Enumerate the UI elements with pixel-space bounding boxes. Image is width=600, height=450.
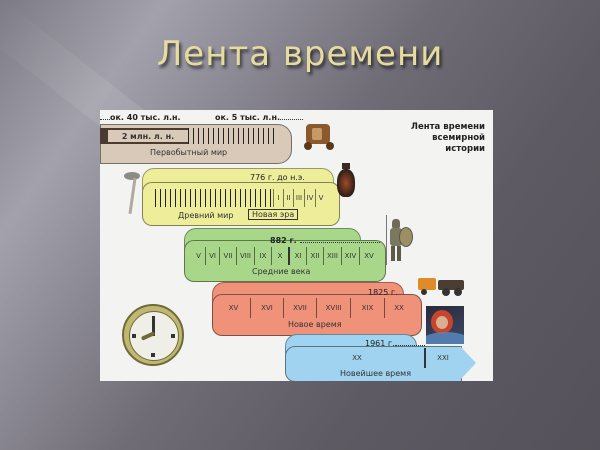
marker-40k: ок. 40 тыс. л.н. <box>110 113 181 122</box>
century-cell: XX <box>352 354 362 362</box>
century-cell: XIV <box>341 247 359 265</box>
century-cell: V <box>315 189 326 207</box>
century-cell: VI <box>205 247 219 265</box>
centuries-row: V VI VII VIII IX X XI XII XIII XIV XV <box>192 247 378 265</box>
century-cell: XV <box>359 247 378 265</box>
caption-line-2: всемирной <box>432 133 485 143</box>
century-cell: XX <box>384 298 413 318</box>
century-cell: IV <box>304 189 315 207</box>
century-cell: XII <box>306 247 323 265</box>
century-cell: XI <box>288 247 306 265</box>
picture-caption: Лента времени всемирной истории <box>411 122 485 155</box>
century-cell: IX <box>254 247 271 265</box>
band-contemporary-shape <box>285 346 462 381</box>
century-cell: VIII <box>236 247 254 265</box>
century-cell: XVI <box>250 298 283 318</box>
centuries-row: XV XVI XVII XVIII XIX XX <box>217 298 413 318</box>
wall-clock-icon <box>122 304 184 366</box>
era-label-middle: Средние века <box>252 267 311 276</box>
steam-locomotive-icon <box>418 274 466 296</box>
centuries-row: XX XXI <box>290 348 460 368</box>
cosmonaut-portrait-icon <box>426 306 464 344</box>
century-cell: XXI <box>424 348 460 368</box>
greek-amphora-icon <box>336 163 356 199</box>
century-cell: XIX <box>350 298 384 318</box>
era-label-modern: Новое время <box>288 320 342 329</box>
century-cell: XVII <box>283 298 316 318</box>
century-cell: V <box>196 252 201 260</box>
century-cell: VII <box>219 247 236 265</box>
dotted-leader <box>278 119 303 120</box>
era-label-contemporary: Новейшее время <box>340 369 412 378</box>
year-stripes <box>188 128 278 144</box>
century-cell: XIII <box>323 247 341 265</box>
century-cell: XVIII <box>316 298 350 318</box>
era-label-ancient: Древний мир <box>178 211 234 220</box>
dotted-leader <box>300 242 380 243</box>
timeline-picture: Лента времени всемирной истории ок. 40 т… <box>100 110 493 381</box>
wooden-cart-icon <box>304 122 334 152</box>
caption-line-3: истории <box>445 144 485 154</box>
slide-title: Лента времени <box>156 34 444 74</box>
era-label-primitive: Первобытный мир <box>150 148 228 157</box>
stone-axe-icon <box>124 172 140 216</box>
marker-1961: 1961 г. <box>365 339 395 348</box>
marker-5k: ок. 5 тыс. л.н. <box>215 113 281 122</box>
year-stripes <box>155 189 273 207</box>
marker-882: 882 г. <box>270 236 297 245</box>
century-cell: XV <box>228 304 239 312</box>
label-2mln: 2 млн. л. н. <box>108 130 188 142</box>
band-modern-shape <box>212 294 422 336</box>
band-middle-shape <box>184 240 386 282</box>
centuries-row: I II III IV V <box>273 189 326 207</box>
century-cell: I <box>273 189 283 207</box>
marker-1825: 1825 г. <box>368 288 398 297</box>
century-cell: X <box>271 247 288 265</box>
dotted-leader <box>100 119 110 120</box>
dotted-leader <box>395 345 425 346</box>
century-cell: II <box>283 189 293 207</box>
caption-line-1: Лента времени <box>410 122 485 132</box>
arrow-head <box>460 346 476 380</box>
medieval-warrior-icon <box>384 215 414 265</box>
marker-776: 776 г. до н.э. <box>250 173 305 182</box>
century-cell: III <box>293 189 304 207</box>
new-era-box: Новая эра <box>248 209 299 220</box>
